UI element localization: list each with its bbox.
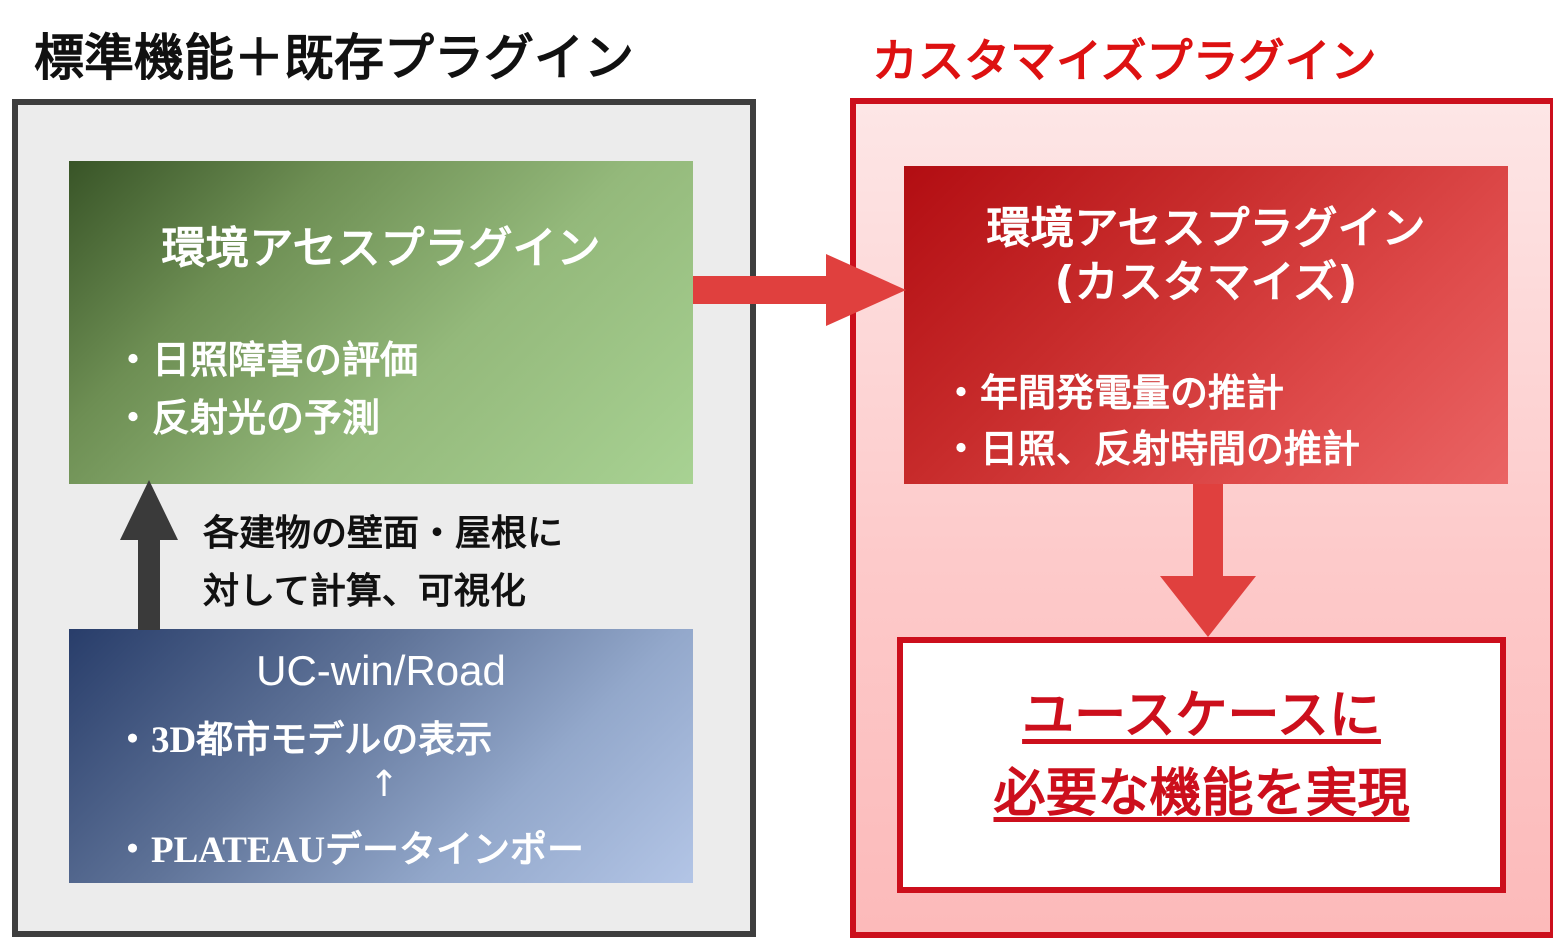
blue-bullet-plateau-import: ・PLATEAUデータインポー [114, 830, 585, 871]
custom-environment-plugin-box: 環境アセスプラグイン (カスタマイズ) ・年間発電量の推計 ・日照、反射時間の推… [904, 166, 1508, 484]
left-heading: 標準機能＋既存プラグイン [34, 29, 634, 87]
blue-bullet-3d-model: ・3D都市モデルの表示 [114, 720, 493, 761]
up-arrow-glyph: ↑ [369, 764, 400, 805]
uc-win-road-box: UC-win/Road ・3D都市モデルの表示 ↑ ・PLATEAUデータインポ… [69, 629, 693, 883]
green-bullet-sunlight: ・日照障害の評価 [114, 338, 419, 382]
right-heading: カスタマイズプラグイン [872, 34, 1377, 88]
result-line1: ユースケースに [1022, 686, 1381, 746]
blue-box-title: UC-win/Road [256, 647, 506, 694]
green-bullet-reflection: ・反射光の予測 [114, 396, 381, 440]
result-line2: 必要な機能を実現 [993, 764, 1410, 824]
red-bullet-sunlight-time: ・日照、反射時間の推計 [942, 427, 1361, 471]
environment-assessment-plugin-box: 環境アセスプラグイン ・日照障害の評価 ・反射光の予測 [69, 161, 693, 484]
green-box-title: 環境アセスプラグイン [161, 223, 601, 274]
use-case-result-box: ユースケースに 必要な機能を実現 [897, 637, 1506, 893]
calculation-note: 各建物の壁面・屋根に 対して計算、可視化 [203, 505, 563, 621]
red-box-subtitle: (カスタマイズ) [1054, 257, 1358, 308]
calculation-note-line2: 対して計算、可視化 [203, 571, 526, 612]
red-box-title: 環境アセスプラグイン [986, 203, 1426, 254]
calculation-note-line1: 各建物の壁面・屋根に [203, 513, 564, 554]
red-bullet-power-generation: ・年間発電量の推計 [942, 371, 1285, 415]
